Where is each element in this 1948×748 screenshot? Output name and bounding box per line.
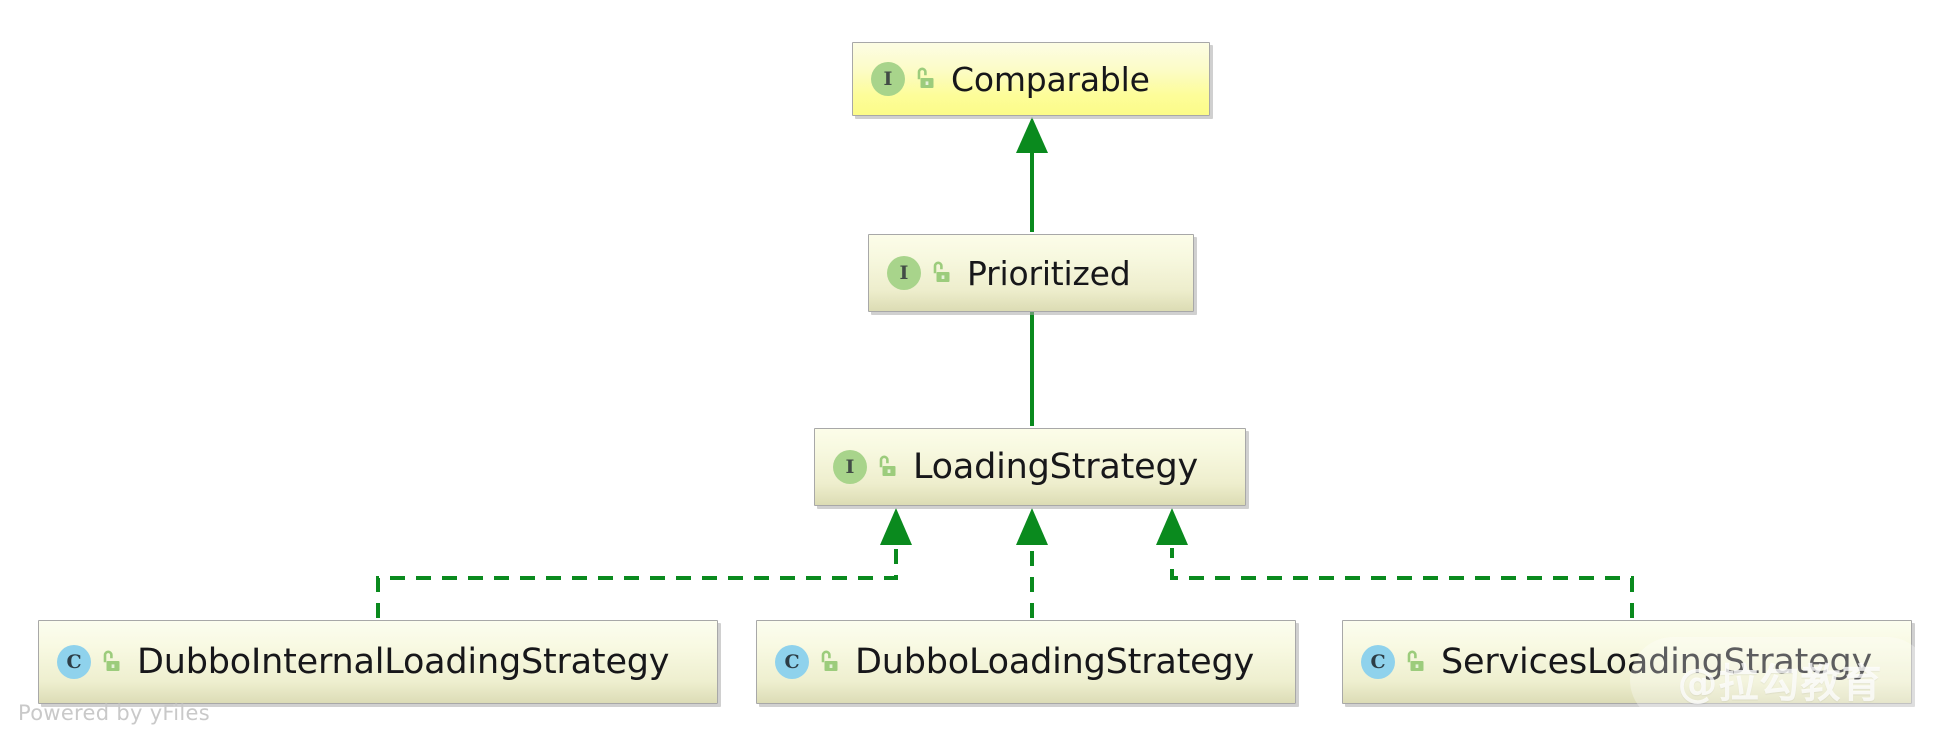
edge-dubbo-loadingstrategy <box>1016 508 1048 618</box>
yfiles-credit-label: Powered by yFiles <box>18 701 210 725</box>
node-dubboloadingstrategy-label: DubboLoadingStrategy <box>855 641 1255 682</box>
edge-dubbointernal-loadingstrategy <box>376 508 912 618</box>
node-prioritized-label: Prioritized <box>967 253 1131 293</box>
open-padlock-icon <box>915 67 935 91</box>
node-prioritized[interactable]: I Prioritized <box>868 234 1194 312</box>
node-dubbointernalloadingstrategy-label: DubboInternalLoadingStrategy <box>137 641 670 682</box>
class-badge-icon: C <box>57 645 91 679</box>
node-dubbointernalloadingstrategy[interactable]: C DubboInternalLoadingStrategy <box>38 620 718 704</box>
open-padlock-icon <box>101 650 121 674</box>
node-comparable-label: Comparable <box>951 59 1150 99</box>
edge-services-loadingstrategy <box>1156 508 1634 618</box>
class-badge-icon: C <box>775 645 809 679</box>
node-servicesloadingstrategy[interactable]: C ServicesLoadingStrategy <box>1342 620 1912 704</box>
node-servicesloadingstrategy-label: ServicesLoadingStrategy <box>1441 641 1873 682</box>
node-loadingstrategy[interactable]: I LoadingStrategy <box>814 428 1246 506</box>
node-dubbointernalloadingstrategy-content: C DubboInternalLoadingStrategy <box>39 641 717 682</box>
open-padlock-icon <box>877 455 897 479</box>
node-dubboloadingstrategy-content: C DubboLoadingStrategy <box>757 641 1295 682</box>
edge-prioritized-comparable <box>1016 117 1048 232</box>
open-padlock-icon <box>1405 650 1425 674</box>
class-badge-icon: C <box>1361 645 1395 679</box>
open-padlock-icon <box>931 261 951 285</box>
node-prioritized-content: I Prioritized <box>869 256 1193 290</box>
open-padlock-icon <box>819 650 839 674</box>
node-loadingstrategy-content: I LoadingStrategy <box>815 446 1245 487</box>
node-comparable-content: I Comparable <box>853 62 1209 96</box>
interface-badge-icon: I <box>833 450 867 484</box>
node-comparable[interactable]: I Comparable <box>852 42 1210 116</box>
node-loadingstrategy-label: LoadingStrategy <box>913 446 1199 487</box>
node-servicesloadingstrategy-content: C ServicesLoadingStrategy <box>1343 641 1911 682</box>
interface-badge-icon: I <box>871 62 905 96</box>
node-dubboloadingstrategy[interactable]: C DubboLoadingStrategy <box>756 620 1296 704</box>
interface-badge-icon: I <box>887 256 921 290</box>
